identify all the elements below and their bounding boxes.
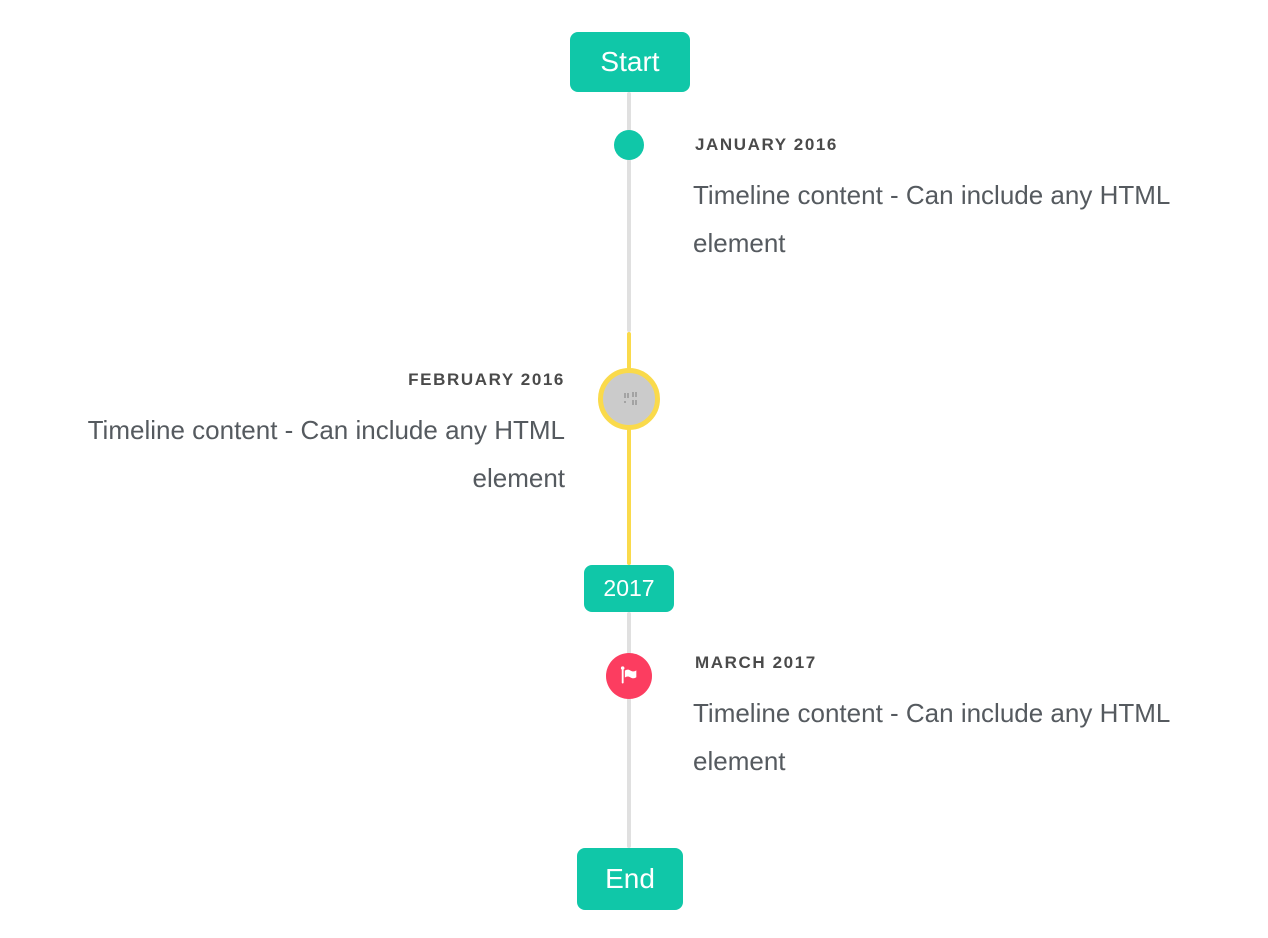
period-label-february: FEBRUARY 2016 — [408, 370, 565, 389]
marker-dot-january[interactable] — [614, 130, 644, 160]
marker-flag-march[interactable] — [606, 653, 652, 699]
timeline-content-january: Timeline content - Can include any HTML … — [693, 180, 1170, 258]
timeline-line-segment-highlighted — [627, 332, 631, 565]
end-button[interactable]: End — [577, 848, 683, 910]
timeline-line-segment-bottom — [627, 612, 631, 848]
start-button[interactable]: Start — [570, 32, 690, 92]
timeline-content-march: Timeline content - Can include any HTML … — [693, 698, 1170, 776]
timeline-line-segment-top — [627, 92, 631, 332]
year-badge[interactable]: 2017 — [584, 565, 674, 612]
period-label-march: MARCH 2017 — [695, 653, 817, 672]
timeline-content-february: Timeline content - Can include any HTML … — [87, 415, 565, 493]
marker-selected-february[interactable] — [598, 368, 660, 430]
flag-icon — [618, 665, 640, 687]
period-label-january: JANUARY 2016 — [695, 135, 838, 154]
broken-image-icon — [621, 392, 638, 406]
